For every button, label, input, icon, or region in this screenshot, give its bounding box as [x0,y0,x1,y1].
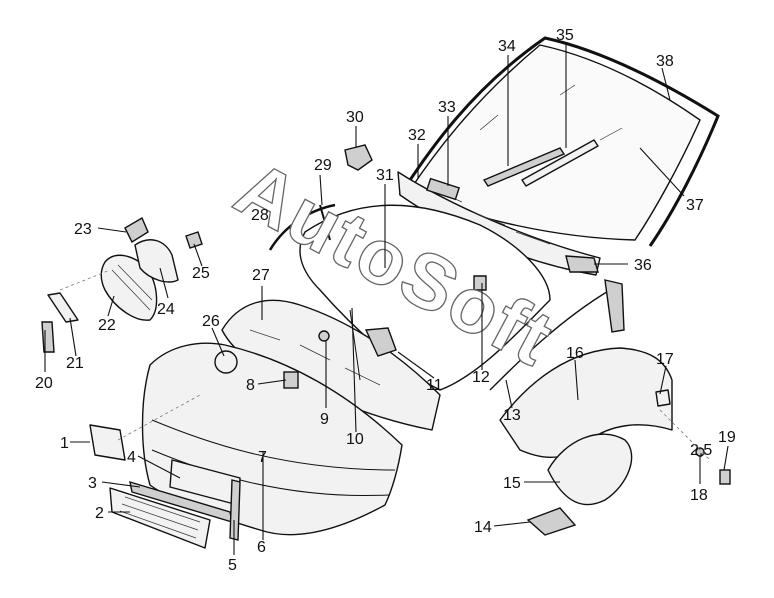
callout-16: 16 [566,345,584,362]
hood [299,204,551,391]
windshield [409,44,701,241]
indicator-bracket [41,321,55,353]
leader-lines [44,44,729,555]
callout-19: 19 [718,429,736,446]
turn-indicator [47,292,79,323]
callout-2: 2 [95,505,104,522]
callout-7: 7 [258,449,267,466]
scale-mark: 2,5 [690,442,712,459]
side-marker-lamp [89,424,126,461]
callout-27: 27 [252,267,270,284]
lower-grille [109,487,211,549]
callout-25: 25 [192,265,210,282]
headlamp-housing [134,239,179,283]
fog-lamp [214,350,238,374]
hood-prop-rod [319,204,331,241]
fender-marker [655,389,671,407]
bulb [185,231,203,249]
callout-22: 22 [98,317,116,334]
callout-9: 9 [320,411,329,428]
clip-19 [719,469,731,485]
bumper-clip [283,371,299,389]
callout-28: 28 [251,207,269,224]
callout-13: 13 [503,407,521,424]
hood-lock-striker [473,275,487,291]
bracket-36 [565,255,599,273]
callout-32: 32 [408,127,426,144]
callout-11: 11 [426,377,443,394]
callout-18: 18 [690,487,708,504]
callout-34: 34 [498,38,516,55]
windshield-seal [398,36,720,247]
callout-5: 5 [228,557,237,574]
callout-numbers: 1 2 3 4 5 6 7 8 9 10 11 12 13 14 15 16 1… [35,27,736,574]
assembly-line-c [59,269,111,291]
callout-29: 29 [314,157,332,174]
callout-38: 38 [656,53,674,70]
callout-1: 1 [60,435,69,452]
callout-14: 14 [474,519,492,536]
callout-17: 17 [656,351,674,368]
callout-26: 26 [202,313,220,330]
callout-8: 8 [246,377,255,394]
callout-12: 12 [472,369,490,386]
callout-35: 35 [556,27,574,44]
callout-24: 24 [157,301,175,318]
wiper-blade [521,139,599,187]
hood-hinge [344,144,373,171]
fender-liner [547,433,633,506]
hood-lock [364,327,397,357]
headlamp-cover [124,216,149,244]
callout-30: 30 [346,109,364,126]
callout-10: 10 [346,431,364,448]
hood-latch-bracket [604,279,625,333]
washer-nozzle [425,177,461,201]
callout-23: 23 [74,221,92,238]
callout-20: 20 [35,375,53,392]
callout-15: 15 [503,475,521,492]
callout-21: 21 [66,355,84,372]
fastener-9 [318,330,330,342]
wiper-arm [482,147,566,187]
callout-33: 33 [438,99,456,116]
lock-cable [349,309,361,381]
callout-4: 4 [127,449,136,466]
hood-release-cable [489,289,611,391]
splash-shield [526,507,577,536]
callout-36: 36 [634,257,652,274]
bumper-bracket [229,479,241,541]
callout-37: 37 [686,197,704,214]
callout-6: 6 [257,539,266,556]
hood-seal [268,203,336,251]
callout-31: 31 [376,167,394,184]
callout-3: 3 [88,475,97,492]
